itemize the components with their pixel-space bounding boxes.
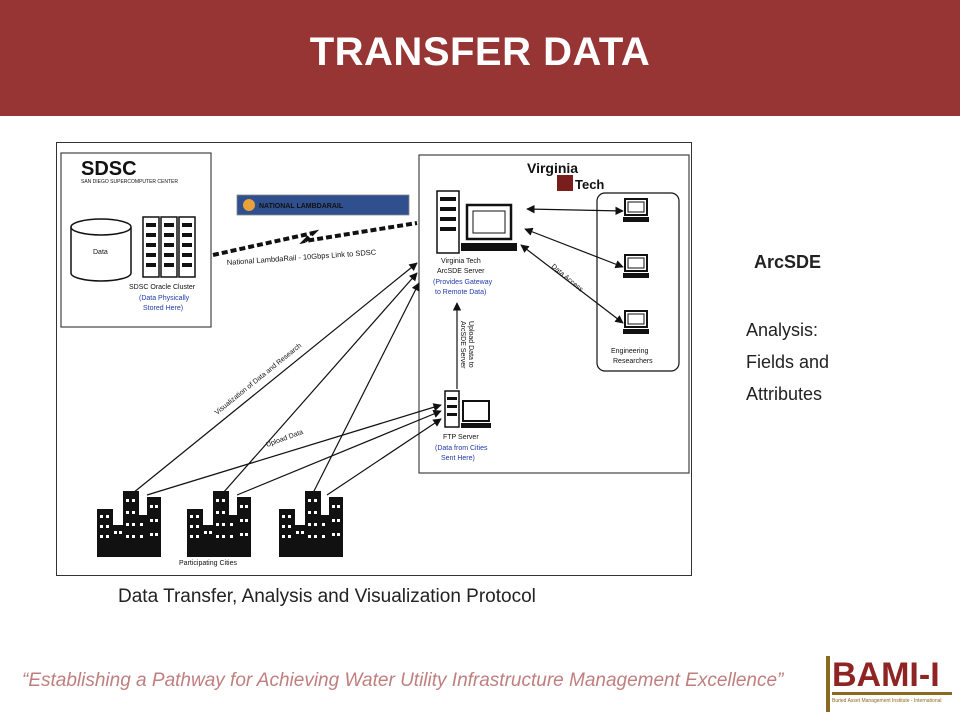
side-text: Analysis: Fields and Attributes	[746, 314, 829, 410]
vt-server-label-2: ArcSDE Server	[437, 268, 485, 275]
city-icon	[279, 491, 343, 557]
cluster-label: SDSC Oracle Cluster	[129, 284, 196, 291]
data-label: Data	[93, 249, 108, 256]
cities-label: Participating Cities	[179, 560, 237, 567]
nlr-logo-icon	[243, 199, 255, 211]
slide-title: TRANSFER DATA	[309, 30, 651, 74]
protocol-diagram-svg: SDSC SAN DIEGO SUPERCOMPUTER CENTER Data…	[60, 152, 690, 567]
researcher-pc-icon	[622, 254, 650, 279]
sdsc-logo: SDSC	[81, 158, 137, 180]
side-line: Attributes	[746, 384, 823, 404]
tagline: “Establishing a Pathway for Achieving Wa…	[22, 670, 784, 691]
diagram-caption: Data Transfer, Analysis and Visualizatio…	[118, 586, 536, 607]
vt-name-2: Tech	[575, 177, 604, 192]
bami-logo: BAMI-I Buried Asset Management Institute…	[826, 656, 952, 712]
researcher-pc-icon	[622, 310, 650, 335]
visualization-label: Visualization of Data and Research	[214, 342, 303, 416]
nlr-banner-text: NATIONAL LAMBDARAIL	[259, 203, 344, 210]
protocol-diagram: SDSC SAN DIEGO SUPERCOMPUTER CENTER Data…	[56, 142, 692, 576]
researcher-pc-icon	[622, 198, 650, 223]
lambdarail-link	[212, 221, 418, 257]
city-icon	[97, 491, 161, 557]
side-heading: ArcSDE	[754, 252, 822, 272]
vt-server-label-1: Virginia Tech	[441, 258, 481, 265]
nlr-link-label: National LambdaRail - 10Gbps Link to SDS…	[227, 248, 378, 267]
visualization-arrow	[132, 262, 418, 494]
researchers-label-2: Researchers	[613, 358, 653, 365]
upload-arcsde-label-1: Upload Data to	[467, 321, 474, 368]
nlr-banner	[236, 194, 410, 216]
cluster-note-2: Stored Here)	[143, 305, 183, 312]
sdsc-subtitle: SAN DIEGO SUPERCOMPUTER CENTER	[81, 179, 178, 185]
data-cylinder-icon	[70, 218, 132, 282]
logo-subtitle: Buried Asset Management Institute - Inte…	[832, 698, 942, 704]
ftp-note-2: Sent Here)	[441, 455, 475, 462]
logo-bar	[826, 656, 830, 712]
vt-server-note-2: to Remote Data)	[435, 289, 486, 296]
logo-text: BAMI-I	[832, 656, 940, 694]
upload-arrow	[146, 403, 442, 496]
ftp-label: FTP Server	[443, 434, 479, 441]
side-line: Fields and	[746, 352, 830, 372]
ftp-server-icon	[444, 390, 491, 428]
logo-rule	[832, 692, 952, 695]
upload-arrow	[326, 418, 442, 496]
visualization-arrow	[312, 282, 420, 494]
vt-name-1: Virginia	[527, 160, 578, 176]
vt-server-note-1: (Provides Gateway	[433, 279, 493, 286]
visualization-arrow	[222, 272, 418, 494]
title-bar	[0, 0, 960, 116]
upload-arcsde-label-2: ArcSDE Server	[459, 321, 466, 369]
researchers-label-1: Engineering	[611, 348, 648, 355]
vt-server-icon	[436, 190, 517, 254]
upload-arrow	[236, 409, 442, 496]
oracle-cluster-icon	[142, 216, 196, 278]
city-icon	[187, 491, 251, 557]
vt-logo-icon	[557, 175, 573, 191]
data-access-arrow	[526, 204, 624, 216]
cluster-note-1: (Data Physically	[139, 295, 190, 302]
side-line: Analysis:	[746, 320, 819, 340]
ftp-note-1: (Data from Cities	[435, 445, 488, 452]
data-access-arrow	[520, 244, 624, 324]
